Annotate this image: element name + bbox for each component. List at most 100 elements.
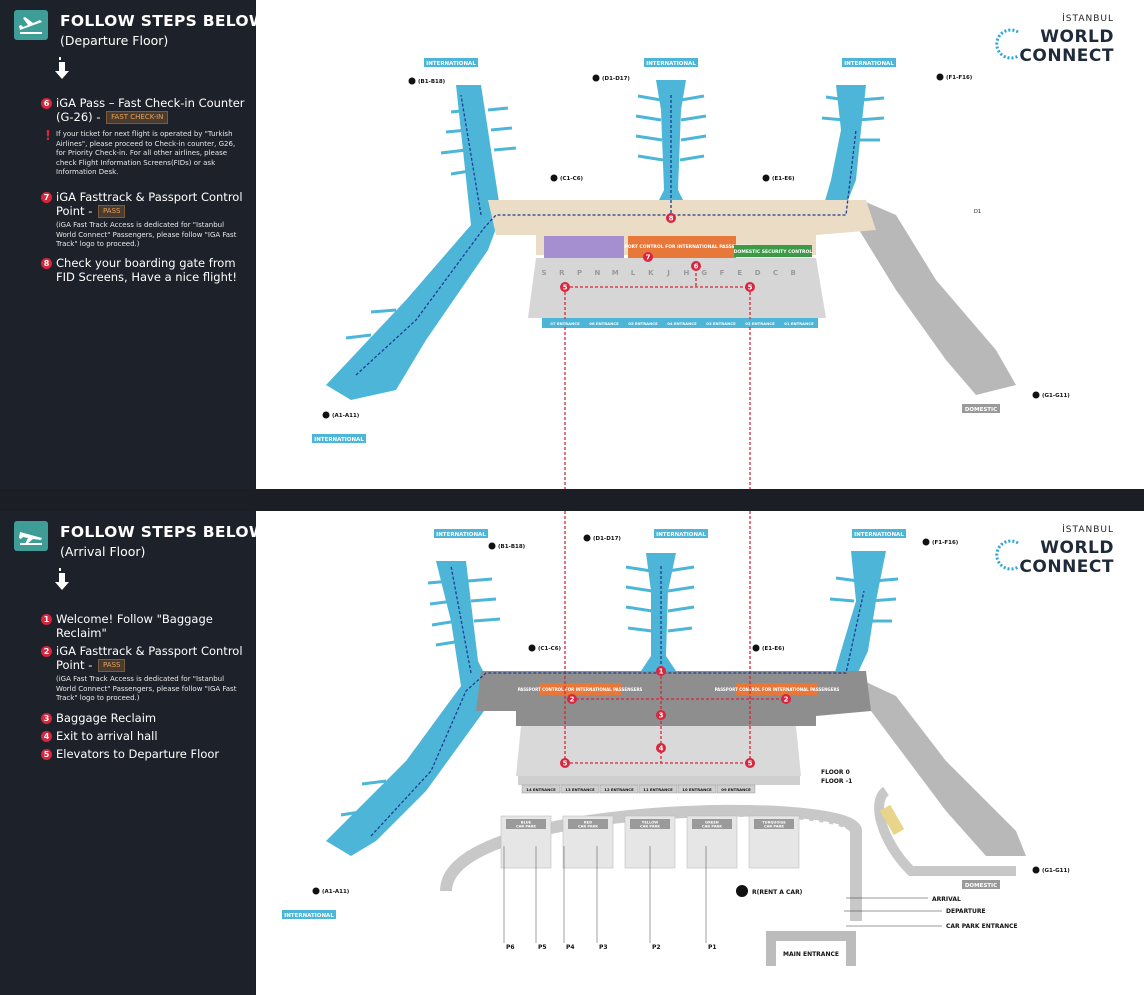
road-loop	[440, 804, 862, 921]
marker-5-right: 5	[745, 282, 755, 292]
pier-a-b	[326, 561, 488, 856]
entrance-badge	[702, 319, 740, 327]
marker-3: 3	[656, 710, 666, 720]
step-number: 6	[41, 98, 52, 109]
pier-a-label: (A1-A11)	[312, 887, 350, 895]
svg-text:(F1-F16): (F1-F16)	[932, 540, 959, 546]
pier-e-label: (E1-E6)	[762, 174, 795, 182]
ramp-highlight	[879, 804, 905, 836]
svg-text:5: 5	[563, 284, 568, 292]
svg-text:5: 5	[563, 760, 568, 768]
arrival-plane-icon	[14, 521, 48, 551]
main-entrance-gate	[766, 931, 856, 966]
svg-text:(A1-A11): (A1-A11)	[332, 413, 360, 419]
passport-control-label: PASSPORT CONTROL FOR INTERNATIONAL PASSE…	[715, 687, 840, 692]
domestic-badge	[962, 404, 1000, 413]
svg-text:(E1-E6): (E1-E6)	[762, 646, 785, 652]
pier-a-label: (A1-A11)	[322, 411, 360, 419]
entrance-badge	[638, 784, 678, 794]
entrance-badge	[624, 319, 662, 327]
entrance-label: 11 ENTRANCE	[643, 787, 673, 792]
passport-control-zone-right	[736, 683, 818, 695]
step-label: iGA Pass – Fast Check-in Counter (G-26) …	[56, 96, 245, 124]
floor-minus1-label: FLOOR -1	[821, 778, 852, 785]
counter-letter: J	[666, 269, 670, 277]
step-label: iGA Fasttrack & Passport Control Point -	[56, 644, 243, 672]
entrance-badge	[741, 319, 779, 327]
pier-g-label: (G1-G11)	[1032, 391, 1070, 399]
svg-text:5: 5	[748, 760, 753, 768]
arrival-floor-map: PASSPORT CONTROL FOR INTERNATIONAL PASSE…	[256, 511, 1144, 995]
svg-text:6: 6	[694, 263, 699, 271]
svg-text:1: 1	[659, 668, 664, 676]
car-park-sign	[692, 819, 732, 829]
svg-text:(F1-F16): (F1-F16)	[946, 75, 973, 81]
international-badge-bottom	[312, 434, 366, 443]
international-badge-left	[424, 58, 478, 67]
road-labels: ARRIVAL DEPARTURE CAR PARK ENTRANCE	[844, 896, 1018, 930]
svg-text:(C1-C6): (C1-C6)	[560, 176, 584, 182]
domestic-badge	[962, 880, 1000, 889]
pier-d-label: (D1-D17)	[592, 74, 630, 82]
pier-c-label: (C1-C6)	[550, 174, 584, 182]
svg-text:4: 4	[659, 745, 664, 753]
counter-letter: K	[648, 269, 654, 277]
entrance-badge	[599, 784, 639, 794]
departure-map-svg: PASSPORT CONTROL FOR INTERNATIONAL PASSE…	[312, 58, 1070, 489]
step-number: 2	[41, 646, 52, 657]
pier-d-label: (D1-D17)	[583, 534, 621, 542]
entrance-label: 13 ENTRANCE	[565, 787, 595, 792]
d1-label: D1	[974, 209, 981, 215]
svg-text:(C1-C6): (C1-C6)	[538, 646, 562, 652]
international-label: INTERNATIONAL	[646, 61, 696, 67]
passport-control-zone	[628, 236, 736, 258]
international-badge-right	[852, 529, 906, 538]
svg-text:CAR PARK ENTRANCE: CAR PARK ENTRANCE	[946, 923, 1018, 930]
step-note: (iGA Fast Track Access is dedicated for …	[56, 221, 237, 248]
warning-icon: !	[45, 129, 51, 144]
passport-control-zone-left	[539, 683, 621, 695]
counter-letter: G	[701, 269, 707, 277]
international-label: INTERNATIONAL	[284, 913, 334, 919]
car-park-label: BLUE	[521, 821, 532, 825]
step-number: 3	[41, 713, 52, 724]
car-park-label: GREEN	[705, 821, 719, 825]
istanbul-world-connect-logo: İSTANBUL WORLD CONNECT	[994, 525, 1114, 585]
purple-zone	[544, 236, 624, 258]
domestic-label: DOMESTIC	[965, 883, 997, 889]
marker-7: 7	[643, 252, 653, 262]
domestic-security-zone	[734, 245, 812, 257]
step-number: 7	[41, 192, 52, 203]
svg-text:(D1-D17): (D1-D17)	[602, 76, 630, 82]
entrance-label: 12 ENTRANCE	[604, 787, 634, 792]
passport-control-label: PASSPORT CONTROL FOR INTERNATIONAL PASSE…	[518, 687, 643, 692]
step-label: iGA Fasttrack & Passport Control Point -	[56, 190, 243, 218]
car-park-sign	[630, 819, 670, 829]
logo-ring-icon	[995, 28, 1019, 60]
entrance-labels: 14 ENTRANCE 13 ENTRANCE 12 ENTRANCE 11 ENTR…	[521, 784, 756, 794]
step-label: Elevators to Departure Floor	[56, 747, 220, 761]
pier-f-label: (F1-F16)	[922, 538, 959, 546]
pier-b-label: (B1-B18)	[408, 77, 446, 85]
entrance-label: 14 ENTRANCE	[526, 787, 556, 792]
counter-letter: R	[559, 269, 565, 277]
marker-2-right: 2	[781, 694, 791, 704]
checkin-hall	[528, 258, 826, 318]
rent-a-car: R(RENT A CAR)	[736, 885, 803, 897]
international-label: INTERNATIONAL	[426, 61, 476, 67]
arrival-step-2: 2 iGA Fasttrack & Passport Control Point …	[41, 644, 246, 704]
walk-path	[355, 94, 857, 376]
pier-g	[856, 200, 1016, 395]
marker-6: 6	[691, 261, 701, 271]
main-entrance-label: MAIN ENTRANCE	[783, 951, 839, 958]
svg-text:5: 5	[748, 284, 753, 292]
domestic-security-label: DOMESTIC SECURITY CONTROL	[734, 249, 813, 255]
svg-text:2: 2	[784, 696, 789, 704]
svg-text:3: 3	[659, 712, 664, 720]
